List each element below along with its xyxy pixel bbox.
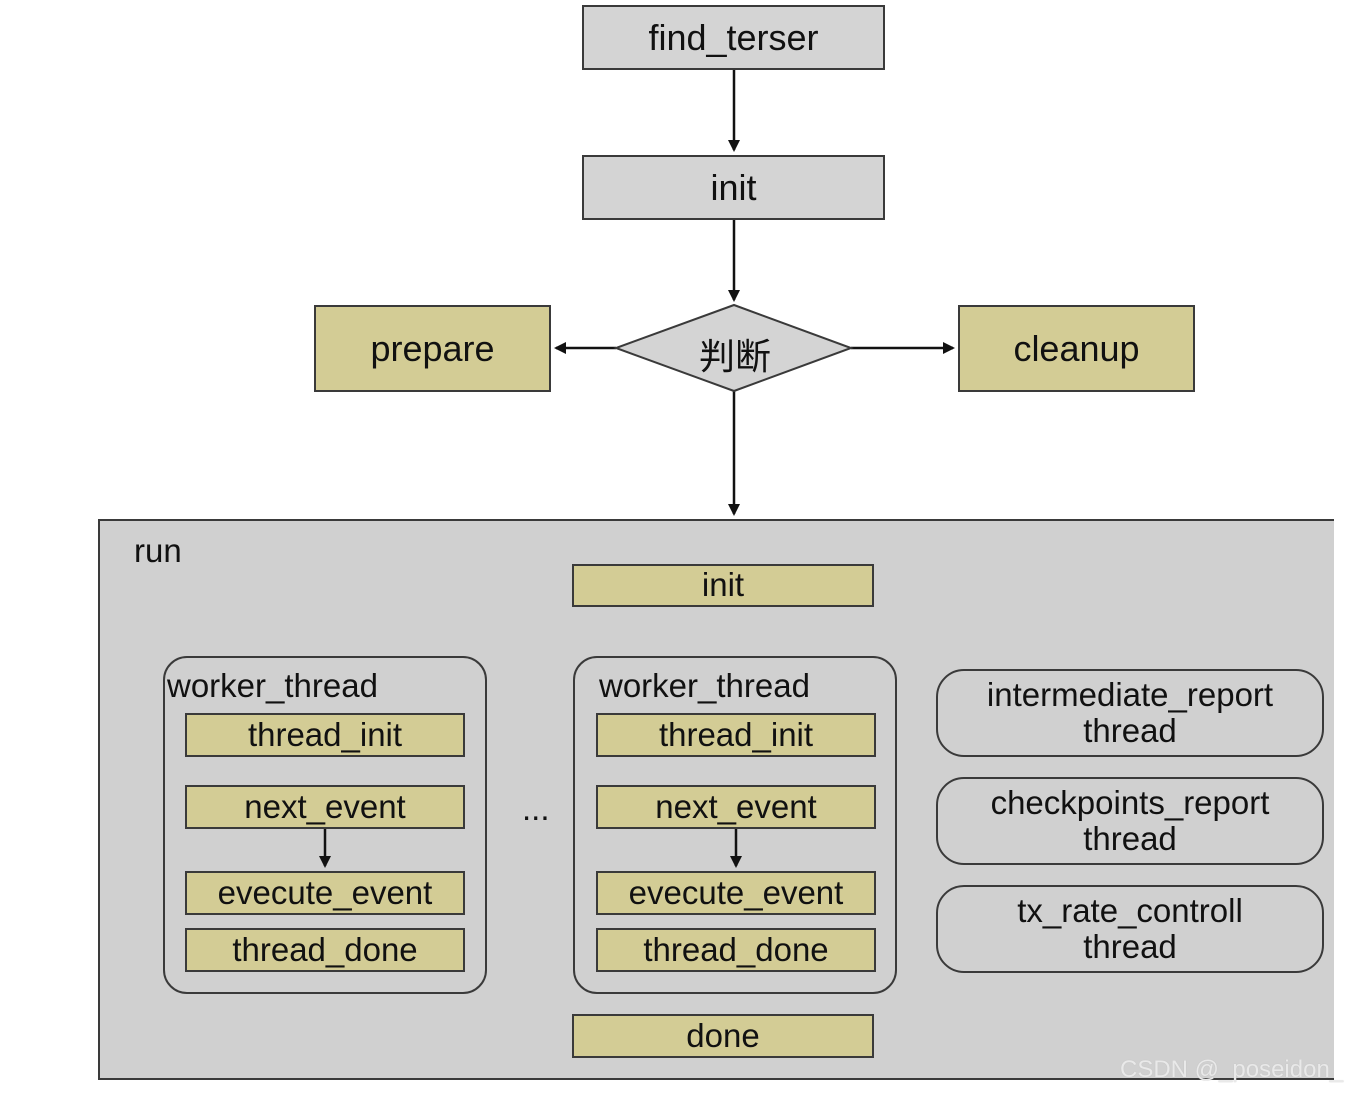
worker-thread-1-title: worker_thread <box>167 667 378 704</box>
worker-2-evecute-event: evecute_event <box>596 871 876 915</box>
run-init: init <box>572 564 874 607</box>
worker-1-thread-done-label: thread_done <box>232 930 418 968</box>
tx-rate-controll-line1: tx_rate_controll <box>1017 891 1243 929</box>
checkpoints-report-line2: thread <box>1083 820 1177 857</box>
tx-rate-controll-thread: tx_rate_controll thread <box>936 885 1324 973</box>
worker-2-thread-done: thread_done <box>596 928 876 972</box>
worker-2-next-event-label: next_event <box>655 787 817 825</box>
worker-1-next-event: next_event <box>185 785 465 829</box>
intermediate-report-thread: intermediate_report thread <box>936 669 1324 757</box>
worker-1-thread-init-label: thread_init <box>247 715 403 753</box>
checkpoints-report-thread: checkpoints_report thread <box>936 777 1324 865</box>
intermediate-report-line1: intermediate_report <box>986 675 1274 713</box>
node-find-terser: find_terser <box>582 5 885 70</box>
run-title: run <box>134 532 182 569</box>
checkpoints-report-line1: checkpoints_report <box>990 783 1270 821</box>
watermark: CSDN @_poseidon_ <box>1120 1056 1344 1083</box>
worker-1-thread-init: thread_init <box>185 713 465 757</box>
worker-2-next-event: next_event <box>596 785 876 829</box>
node-prepare: prepare <box>314 305 551 392</box>
worker-1-thread-done: thread_done <box>185 928 465 972</box>
node-cleanup: cleanup <box>958 305 1195 392</box>
worker-2-thread-init-label: thread_init <box>658 715 814 753</box>
node-init-label: init <box>710 166 757 208</box>
node-prepare-label: prepare <box>370 327 495 369</box>
node-init: init <box>582 155 885 220</box>
tx-rate-controll-line2: thread <box>1083 928 1177 965</box>
worker-2-thread-done-label: thread_done <box>643 930 829 968</box>
worker-2-evecute-event-label: evecute_event <box>628 873 844 911</box>
node-find-terser-label: find_terser <box>648 16 819 58</box>
run-done-label: done <box>686 1016 760 1054</box>
worker-ellipsis: ... <box>522 790 550 827</box>
run-init-label: init <box>701 566 745 604</box>
decision-label: 判断 <box>698 336 771 377</box>
worker-1-evecute-event: evecute_event <box>185 871 465 915</box>
worker-2-thread-init: thread_init <box>596 713 876 757</box>
worker-thread-2-title: worker_thread <box>599 667 810 704</box>
run-done: done <box>572 1014 874 1058</box>
worker-1-evecute-event-label: evecute_event <box>217 873 433 911</box>
node-cleanup-label: cleanup <box>1013 327 1140 369</box>
intermediate-report-line2: thread <box>1083 712 1177 749</box>
worker-1-next-event-label: next_event <box>244 787 406 825</box>
